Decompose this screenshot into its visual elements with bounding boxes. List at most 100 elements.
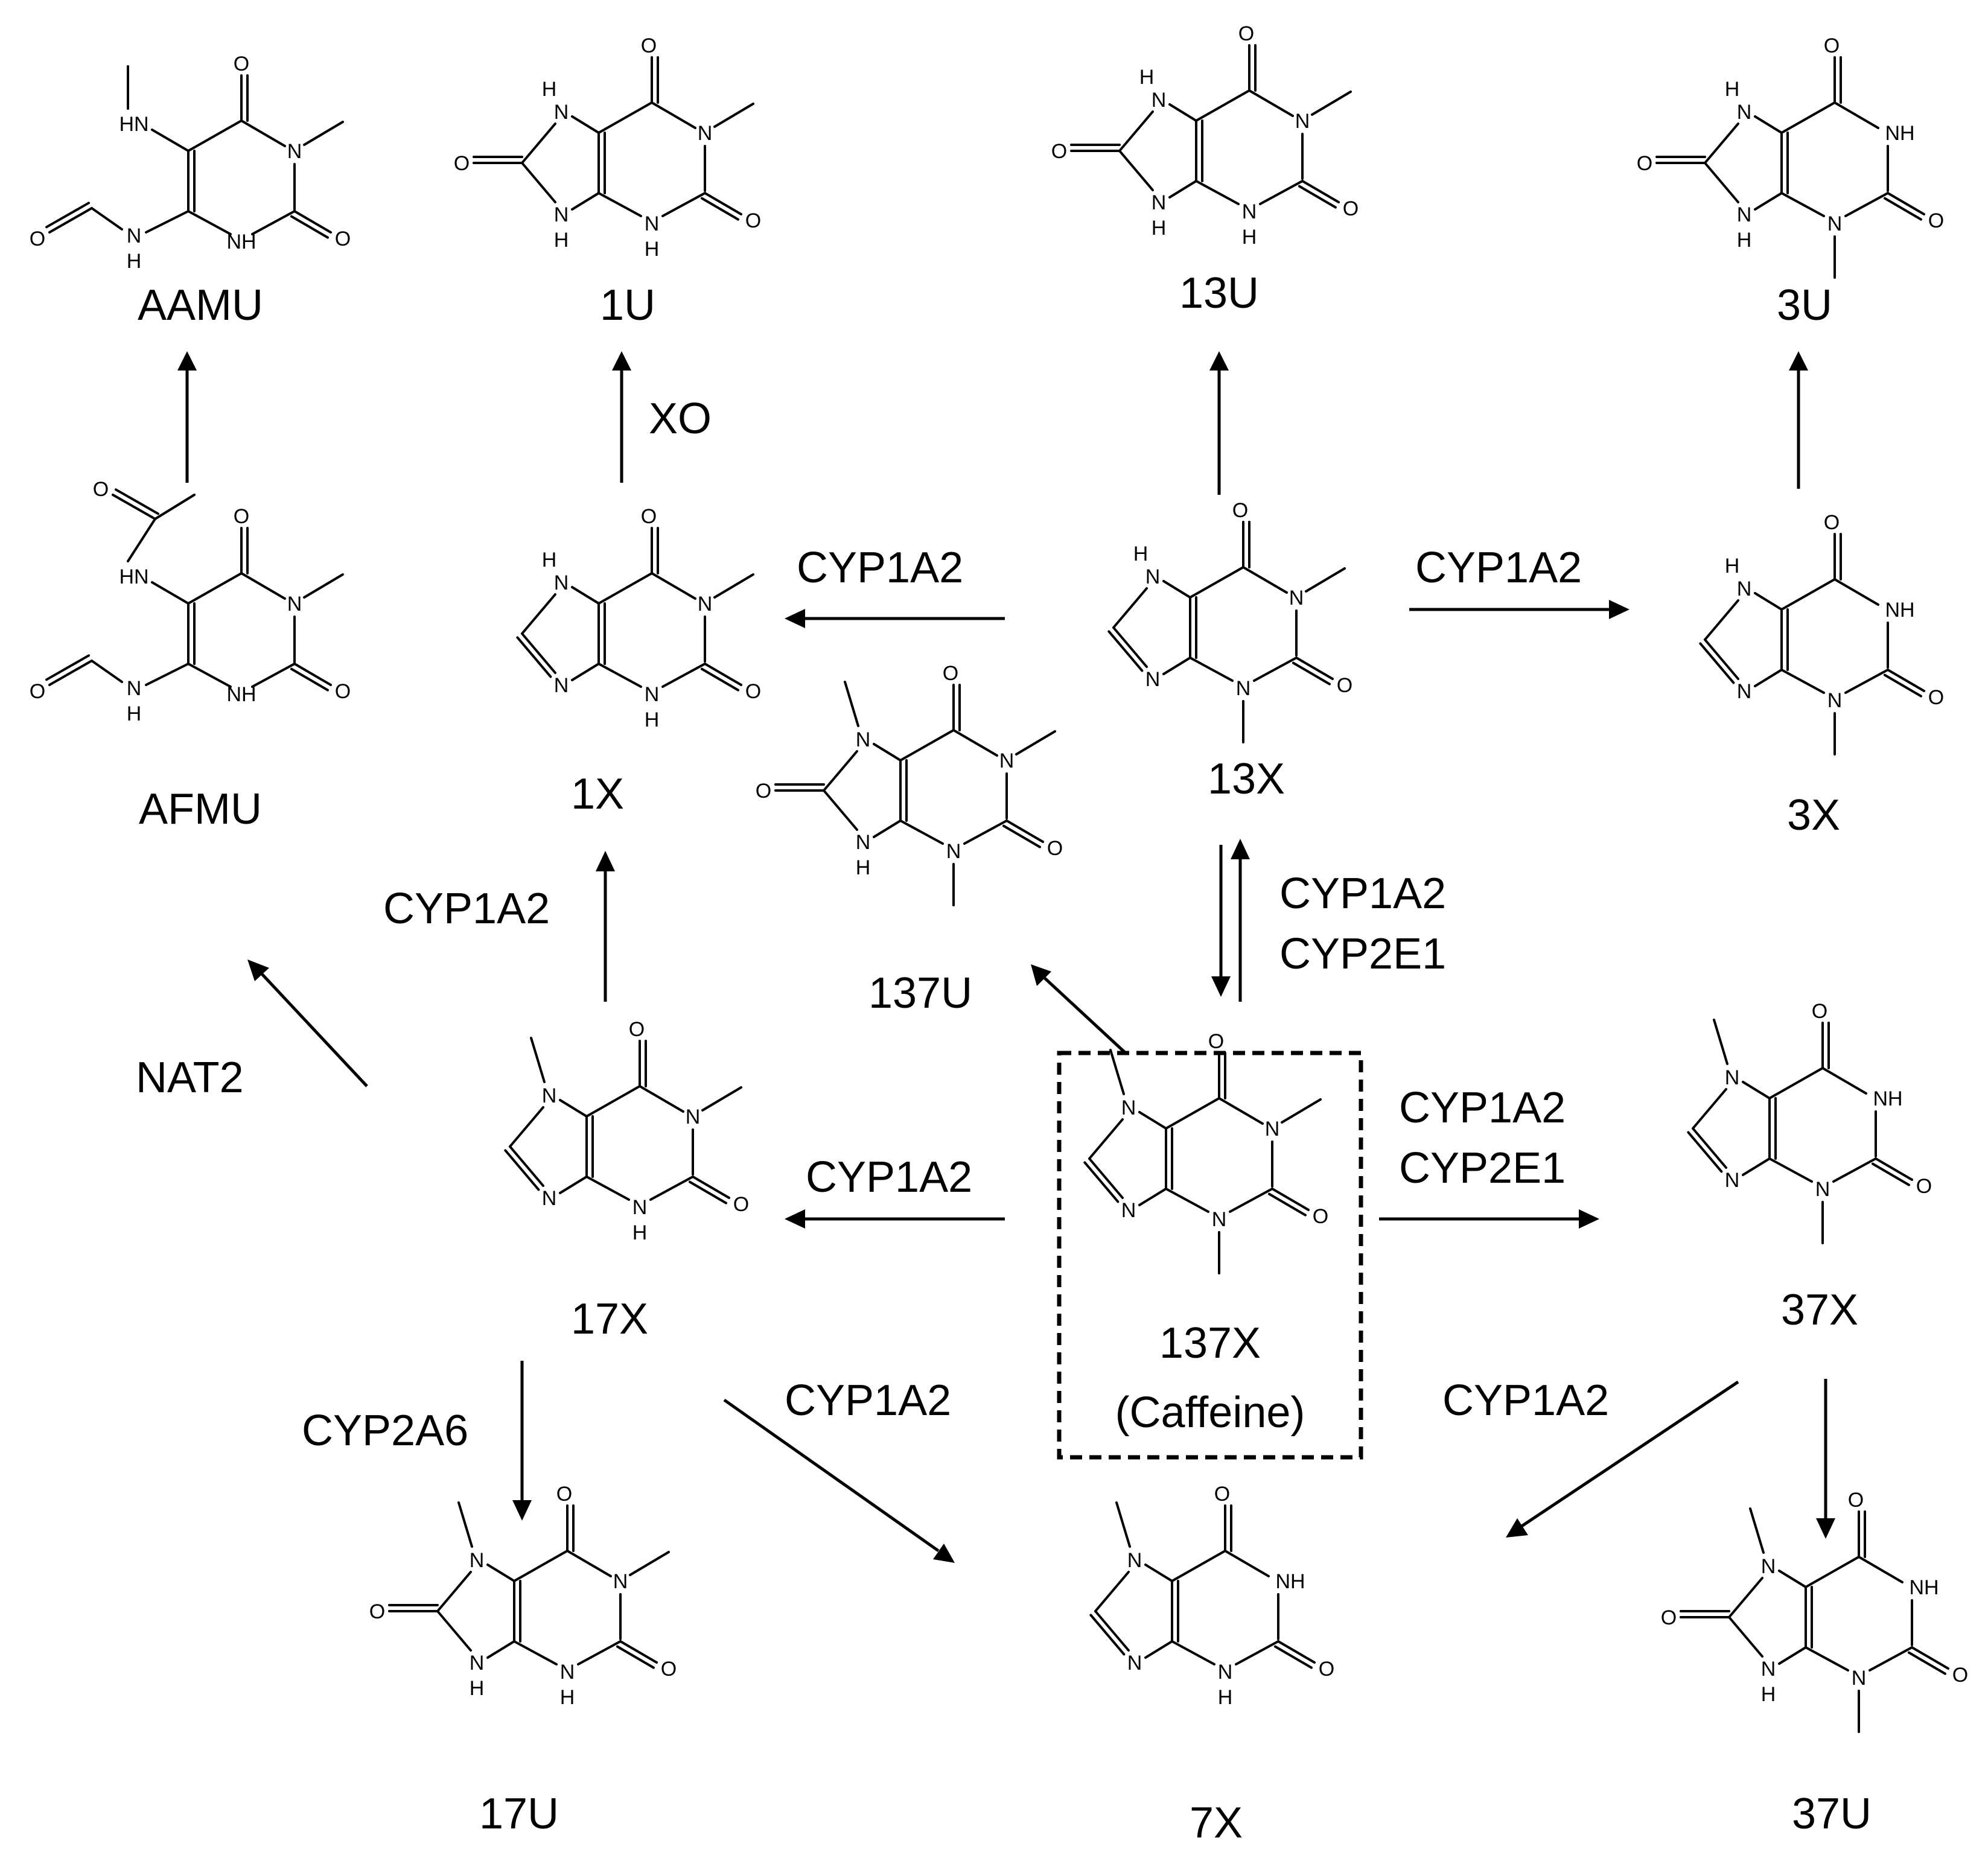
oxygen-atom: O	[335, 680, 351, 703]
nitrogen-atom: N	[1725, 1066, 1740, 1089]
oxygen-atom: O	[1637, 152, 1652, 175]
nitrogen-atom: N	[470, 1549, 485, 1572]
oxygen-atom: O	[30, 680, 45, 703]
enzyme-cyp1a2-137x-13x: CYP1A2	[1279, 870, 1446, 918]
nitrogen-atom: N	[1236, 677, 1251, 700]
oxygen-atom: O	[335, 227, 351, 250]
oxygen-atom: O	[1047, 837, 1063, 860]
hydrogen-atom: H	[542, 78, 557, 101]
label-137u: 137U	[868, 969, 972, 1017]
oxygen-atom: O	[943, 662, 958, 685]
oxygen-atom: O	[1824, 511, 1840, 534]
nitrogen-atom: N	[1737, 101, 1752, 124]
nitrogen-atom: HN	[119, 565, 148, 588]
oxygen-atom: O	[745, 680, 761, 703]
nitrogen-atom: N	[1242, 200, 1257, 223]
oxygen-atom: O	[1232, 499, 1248, 522]
hydrogen-atom: H	[127, 702, 142, 725]
oxygen-atom: O	[1208, 1030, 1224, 1053]
enzyme-xo: XO	[649, 395, 712, 443]
oxygen-atom: O	[1313, 1205, 1328, 1228]
oxygen-atom: O	[641, 34, 657, 57]
hydrogen-atom: H	[1242, 226, 1257, 249]
nitrogen-atom: N	[632, 1196, 648, 1219]
nitrogen-atom: N	[287, 593, 302, 616]
nitrogen-atom: N	[1737, 577, 1752, 600]
hydrogen-atom: H	[645, 708, 660, 731]
nitrogen-atom: NH	[226, 231, 256, 253]
hydrogen-atom: H	[1737, 229, 1752, 252]
enzyme-cyp1a2-137x-17x: CYP1A2	[806, 1153, 972, 1201]
nitrogen-atom: N	[1761, 1555, 1776, 1578]
nitrogen-atom: N	[1761, 1658, 1776, 1681]
oxygen-atom: O	[1214, 1483, 1230, 1506]
label-137x: 137X	[1159, 1319, 1261, 1367]
nitrogen-atom: N	[1145, 668, 1161, 691]
oxygen-atom: O	[733, 1193, 749, 1216]
nitrogen-atom: N	[554, 203, 569, 226]
oxygen-atom: O	[556, 1483, 572, 1506]
oxygen-atom: O	[1051, 140, 1067, 163]
nitrogen-atom: N	[999, 749, 1015, 772]
nitrogen-atom: N	[1152, 89, 1167, 112]
label-17x: 17X	[571, 1295, 648, 1343]
label-3u: 3U	[1777, 281, 1832, 329]
hydrogen-atom: H	[560, 1686, 575, 1709]
enzyme-cyp1a2-137x-37x: CYP1A2	[1399, 1084, 1566, 1132]
nitrogen-atom: NH	[1909, 1576, 1939, 1599]
oxygen-atom: O	[93, 478, 109, 501]
label-13u: 13U	[1179, 269, 1259, 317]
hydrogen-atom: H	[856, 856, 871, 879]
oxygen-atom: O	[1238, 22, 1254, 45]
nitrogen-atom: NH	[1873, 1087, 1902, 1110]
nitrogen-atom: N	[613, 1570, 628, 1593]
reaction-arrows	[177, 351, 1835, 1563]
enzyme-cyp1a2-17x-7x: CYP1A2	[785, 1376, 951, 1425]
label-3x: 3X	[1787, 791, 1840, 839]
oxygen-atom: O	[661, 1658, 677, 1681]
oxygen-atom: O	[1928, 686, 1944, 709]
oxygen-atom: O	[629, 1018, 645, 1041]
nitrogen-atom: N	[946, 840, 961, 863]
nitrogen-atom: N	[554, 571, 569, 594]
hydrogen-atom: H	[554, 229, 569, 252]
oxygen-atom: O	[641, 505, 657, 528]
oxygen-atom: O	[1337, 674, 1352, 697]
nitrogen-atom: N	[645, 683, 660, 706]
label-17u: 17U	[479, 1790, 559, 1838]
hydrogen-atom: H	[1133, 542, 1149, 565]
nitrogen-atom: N	[1121, 1096, 1136, 1119]
enzyme-cyp1a2-17x-1x: CYP1A2	[383, 885, 550, 933]
oxygen-atom: O	[745, 209, 761, 232]
oxygen-atom: O	[1848, 1489, 1864, 1512]
oxygen-atom: O	[454, 152, 470, 175]
nitrogen-atom: N	[554, 674, 569, 697]
oxygen-atom: O	[1812, 1000, 1827, 1023]
nitrogen-atom: N	[287, 140, 302, 163]
oxygen-atom: O	[1928, 209, 1944, 232]
molecule-structures: OONNHHNNHOOONNHONHNHOONNHONHNHOONHNONHNH…	[30, 22, 1968, 1733]
nitrogen-atom: N	[1121, 1199, 1136, 1222]
oxygen-atom: O	[1916, 1175, 1932, 1198]
nitrogen-atom: NH	[1275, 1570, 1305, 1593]
hydrogen-atom: H	[1139, 66, 1155, 89]
enzyme-labels: XO CYP1A2 CYP1A2 CYP1A2 NAT2 CYP1A2 CYP2…	[136, 395, 1609, 1455]
nitrogen-atom: N	[127, 677, 142, 700]
oxygen-atom: O	[234, 505, 249, 528]
nitrogen-atom: N	[1127, 1549, 1142, 1572]
nitrogen-atom: N	[856, 728, 871, 751]
hydrogen-atom: H	[470, 1677, 485, 1700]
nitrogen-atom: N	[856, 831, 871, 854]
nitrogen-atom: N	[542, 1084, 557, 1107]
hydrogen-atom: H	[1152, 217, 1167, 240]
